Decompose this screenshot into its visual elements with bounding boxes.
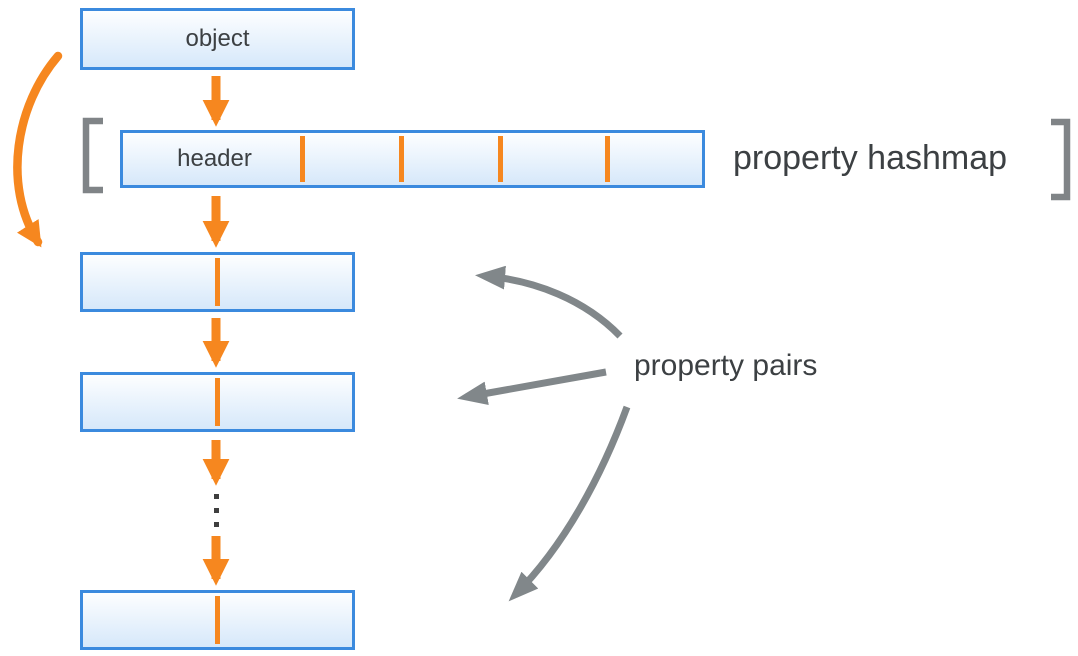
pair-divider <box>215 378 220 426</box>
hashmap-slot-tick <box>498 136 503 182</box>
hashmap-caption: property hashmap <box>733 139 1008 177</box>
property-pair-box <box>80 590 355 650</box>
object-to-pair-curved-arrow-icon <box>13 51 63 248</box>
object-box-label: object <box>185 25 250 52</box>
object-box: object <box>80 8 355 70</box>
hashmap-slot-tick <box>300 136 305 182</box>
ellipsis-dot <box>214 494 219 499</box>
header-box-label: header <box>177 145 252 172</box>
property-pair-box <box>80 252 355 312</box>
hashmap-slot-tick <box>399 136 404 182</box>
pairs-caption: property pairs <box>634 349 818 382</box>
property-pair-box <box>80 372 355 432</box>
left-bracket-icon <box>82 117 103 194</box>
pairs-label-to-pair1-arrow-icon <box>474 265 623 339</box>
hashmap-header-box: header <box>120 130 705 188</box>
hashmap-slot-tick <box>605 136 610 182</box>
vertical-ellipsis-icon <box>214 494 220 530</box>
right-bracket-icon <box>1051 118 1071 201</box>
ellipsis-dot <box>214 522 219 527</box>
pairs-label-to-pair2-arrow-icon <box>457 368 607 406</box>
pair-divider <box>215 596 220 644</box>
pairs-label-to-pair3-arrow-icon <box>508 405 631 602</box>
ellipsis-dot <box>214 508 219 513</box>
pair-divider <box>215 258 220 306</box>
